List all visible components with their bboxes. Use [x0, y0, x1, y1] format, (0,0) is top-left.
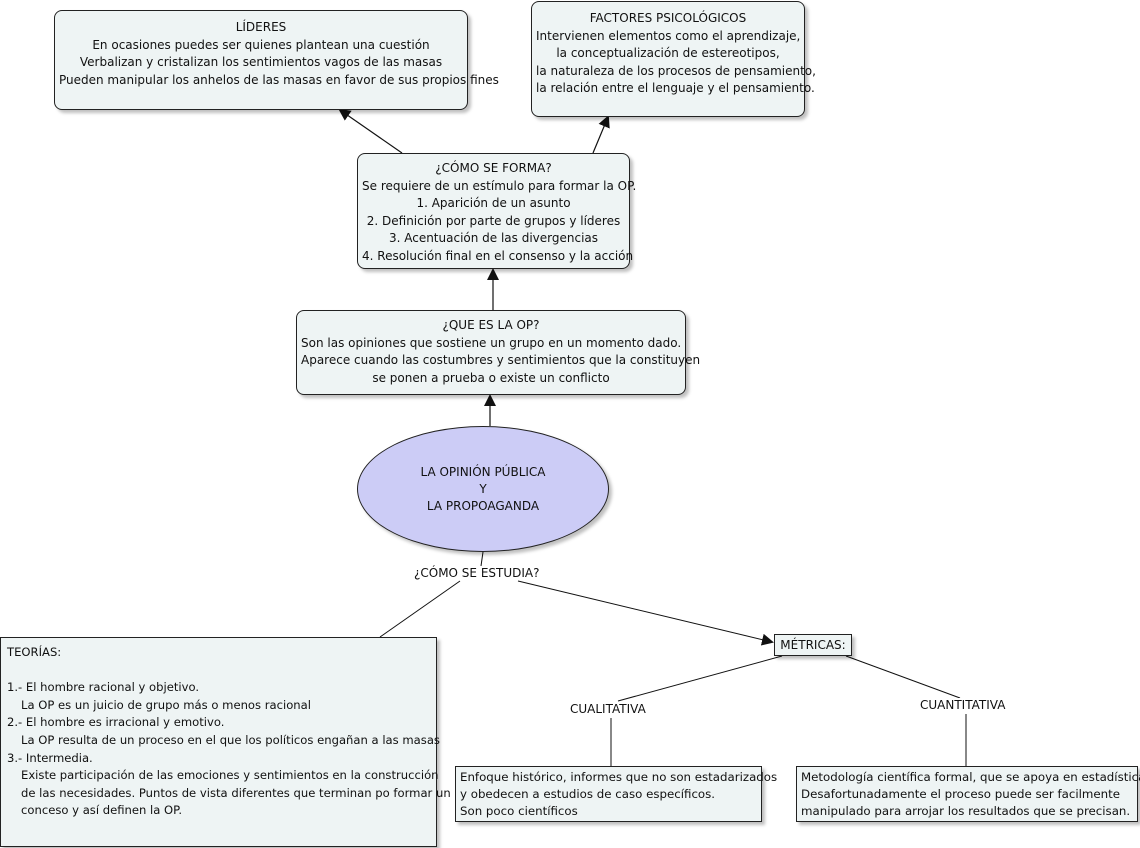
forma-title: ¿CÓMO SE FORMA? [435, 161, 552, 175]
link-estudia-to-teorias [379, 580, 461, 638]
factores-line-1: Intervienen elementos como el aprendizaj… [536, 28, 801, 43]
factores-line-3: la naturaleza de los procesos de pensami… [536, 63, 816, 78]
quees-line-1: Son las opiniones que sostiene un grupo … [301, 335, 682, 350]
teorias-item-5: 3.- Intermedia. [7, 750, 93, 765]
cualitativa-label: CUALITATIVA [568, 702, 648, 716]
metricas-label: MÉTRICAS: [780, 638, 846, 652]
link-central-to-estudia [480, 551, 484, 567]
link-metricas-to-cualitativa [617, 655, 783, 702]
forma-line-1: Se requiere de un estímulo para formar l… [362, 178, 637, 193]
teorias-item-8: conceso y así definen la OP. [21, 803, 183, 818]
metricas-node: MÉTRICAS: [774, 634, 852, 656]
que-es-node: ¿QUE ES LA OP? Son las opiniones que sos… [296, 310, 701, 395]
teorias-item-3: 2.- El hombre es irracional y emotivo. [7, 715, 225, 730]
quees-line-2: Aparece cuando las costumbres y sentimie… [301, 353, 701, 367]
arrow-forma-to-factores [592, 115, 610, 154]
cualitativa-line-3: Son poco científicos [460, 804, 578, 818]
factores-line-2: la conceptualización de estereotipos, [556, 46, 780, 60]
cuantitativa-line-2: Desafortunadamente el proceso puede ser … [801, 787, 1121, 801]
cualitativa-box: Enfoque histórico, informes que no son e… [455, 766, 778, 822]
arrow-forma-to-lideres [338, 108, 403, 154]
cuantitativa-line-3: manipulado para arrojar los resultados q… [801, 804, 1131, 818]
teorias-item-2: La OP es un juicio de grupo más o menos … [21, 697, 311, 712]
teorias-spacer [7, 662, 430, 680]
cualitativa-line-2: y obedecen a estudios de caso específico… [460, 787, 716, 801]
central-line-1: LA OPINIÓN PÚBLICA [420, 464, 546, 479]
link-metricas-to-cuantitativa [845, 655, 961, 699]
teorias-item-7: de las necesidades. Puntos de vista dife… [21, 785, 451, 800]
cuantitativa-label: CUANTITATIVA [918, 698, 1008, 712]
factores-title: FACTORES PSICOLÓGICOS [589, 11, 747, 25]
central-line-2: Y [479, 481, 487, 496]
como-se-forma-node: ¿CÓMO SE FORMA? Se requiere de un estímu… [357, 153, 637, 269]
lideres-line-1: En ocasiones puedes ser quienes plantean… [92, 37, 430, 52]
central-line-3: LA PROPOAGANDA [426, 498, 540, 513]
quees-title: ¿QUE ES LA OP? [442, 318, 540, 332]
teorias-item-4: La OP resulta de un proceso en el que lo… [21, 732, 440, 747]
factores-line-4: la relación entre el lenguaje y el pensa… [536, 81, 815, 95]
factores-node: FACTORES PSICOLÓGICOS Intervienen elemen… [531, 1, 816, 117]
quees-line-3: se ponen a prueba o existe un conflicto [372, 370, 610, 385]
forma-line-4: 3. Acentuación de las divergencias [388, 231, 599, 245]
como-se-estudia-label: ¿CÓMO SE ESTUDIA? [412, 566, 542, 580]
cuantitativa-box: Metodología científica formal, que se ap… [796, 766, 1140, 822]
arrow-estudia-to-metricas [517, 580, 774, 646]
lideres-title: LÍDERES [235, 20, 287, 34]
lideres-line-3: Pueden manipular los anhelos de las masa… [59, 72, 499, 87]
lideres-node: LÍDERES En ocasiones puedes ser quienes … [54, 10, 499, 110]
teorias-node: TEORÍAS: 1.- El hombre racional y objeti… [0, 637, 451, 847]
forma-line-5: 4. Resolución final en el consenso y la … [362, 248, 634, 263]
lideres-line-2: Verbalizan y cristalizan los sentimiento… [79, 55, 443, 69]
teorias-title: TEORÍAS: [7, 645, 62, 659]
forma-line-3: 2. Definición por parte de grupos y líde… [366, 213, 621, 228]
cualitativa-line-1: Enfoque histórico, informes que no son e… [460, 770, 778, 784]
teorias-item-1: 1.- El hombre racional y objetivo. [7, 680, 200, 695]
central-topic-node: LA OPINIÓN PÚBLICA Y LA PROPOAGANDA [357, 426, 609, 552]
teorias-item-6: Existe participación de las emociones y … [21, 768, 439, 783]
forma-line-2: 1. Aparición de un asunto [416, 196, 571, 210]
cuantitativa-line-1: Metodología científica formal, que se ap… [801, 770, 1140, 784]
